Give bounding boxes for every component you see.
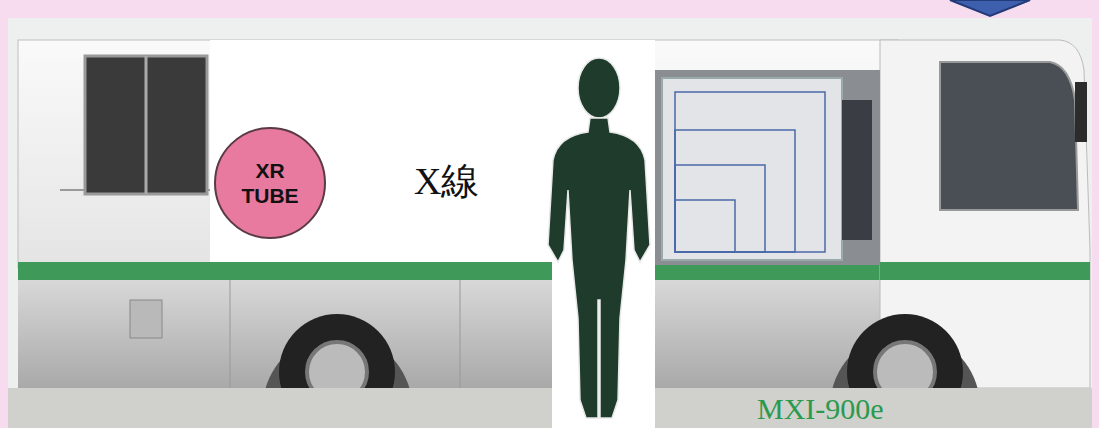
model-name: MXI-900e	[757, 392, 884, 426]
photo-background	[8, 18, 1092, 428]
detector-mount	[842, 100, 872, 240]
panel-seam	[230, 280, 231, 388]
panel-seam	[460, 280, 461, 388]
window-frame	[145, 56, 148, 194]
side-hatch	[130, 300, 162, 338]
xray-label: X線	[414, 156, 479, 207]
cab-stripe	[880, 262, 1090, 280]
detector-zone	[675, 165, 765, 252]
side-mirror	[1075, 82, 1087, 142]
tube-circle: XR TUBE	[214, 127, 326, 239]
truck-body	[18, 40, 898, 268]
down-arrow	[950, 0, 1030, 16]
detector-zone	[675, 200, 735, 252]
cab-window	[940, 62, 1078, 210]
detector-zone	[675, 130, 795, 252]
human-silhouette	[548, 58, 650, 418]
detector-panel	[662, 78, 842, 260]
side-window	[85, 56, 207, 194]
node-label: XR TUBE	[230, 158, 310, 208]
detector-zone	[675, 92, 825, 252]
ground	[8, 388, 1092, 428]
detector-frame	[655, 70, 880, 265]
